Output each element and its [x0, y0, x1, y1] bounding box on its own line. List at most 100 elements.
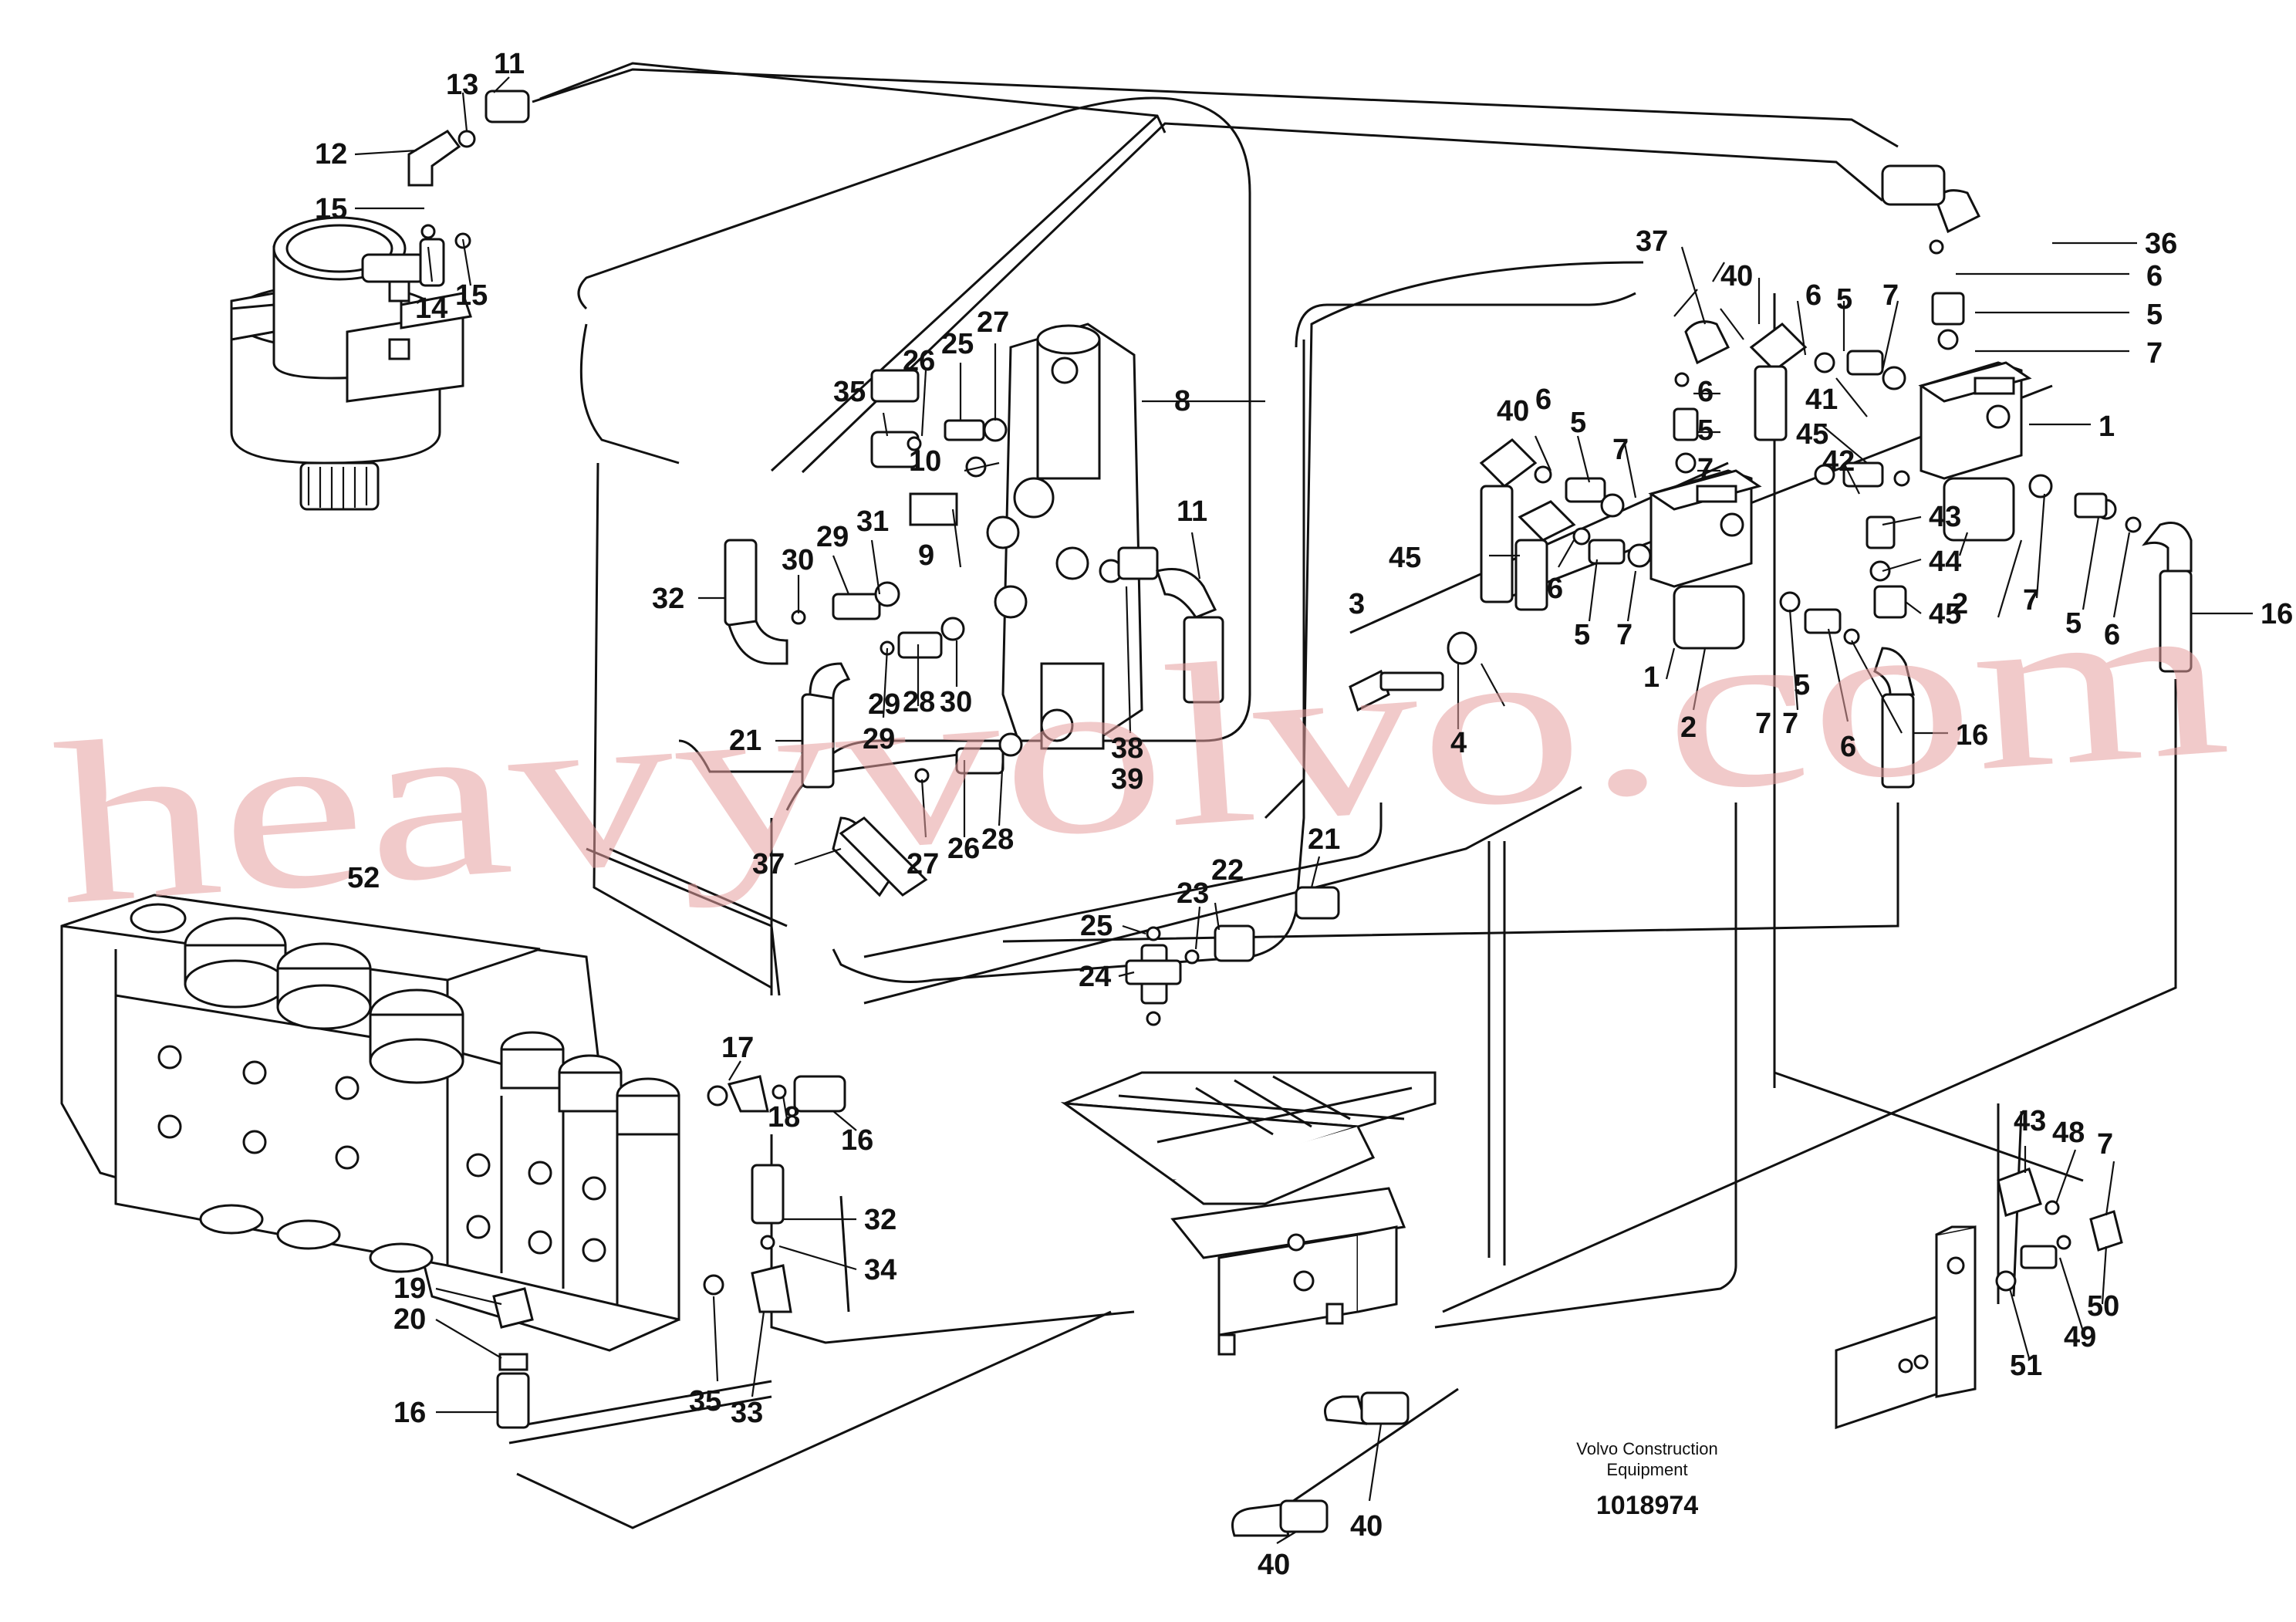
control-valve-bank: [60, 894, 680, 1352]
callout-label: 29: [816, 521, 849, 553]
callout-label: 16: [1956, 719, 1988, 752]
callout-label: 9: [918, 539, 934, 572]
bolt-and-washer: [1349, 631, 1477, 712]
callout-label: 12: [315, 138, 347, 171]
callout-label: 31: [856, 505, 889, 538]
callout-label: 3: [1349, 588, 1365, 620]
callout-label: 7: [1612, 434, 1629, 466]
drawing-number: 1018974: [1596, 1491, 1698, 1520]
callout-label: 25: [1080, 910, 1113, 942]
callout-label: 8: [1174, 385, 1190, 417]
callout-label: 7: [1782, 708, 1798, 740]
center-fittings: [791, 369, 1023, 783]
callout-label: 35: [833, 376, 866, 408]
callout-label: 14: [415, 292, 447, 325]
callout-label: 16: [841, 1124, 873, 1157]
callout-label: 7: [2146, 337, 2163, 370]
callout-label: 40: [1258, 1549, 1290, 1581]
bracket: [1835, 1168, 2123, 1430]
callout-label: 5: [1836, 283, 1852, 316]
hose-routing: [508, 62, 2177, 1537]
tee-fitting-group: [1125, 886, 1340, 1026]
callout-label: 36: [2145, 228, 2177, 260]
callout-label: 5: [1574, 619, 1590, 651]
callout-label: 32: [864, 1204, 896, 1236]
callout-label: 16: [2261, 598, 2293, 630]
callout-label: 50: [2087, 1290, 2119, 1323]
callout-label: 6: [1535, 384, 1551, 416]
callout-label: 5: [1697, 414, 1714, 447]
callout-label: 38: [1111, 732, 1143, 765]
callout-label: 28: [903, 686, 935, 718]
callout-label: 26: [903, 345, 935, 377]
callout-label: 5: [1794, 669, 1810, 701]
callout-label: 42: [1822, 445, 1855, 478]
callout-label: 27: [907, 848, 939, 880]
callout-label: 6: [1840, 731, 1856, 763]
callout-label: 28: [981, 823, 1014, 856]
callout-label: 41: [1805, 384, 1838, 416]
callout-label: 19: [393, 1272, 426, 1305]
callout-label: 1: [1643, 661, 1660, 694]
callout-label: 48: [2052, 1117, 2085, 1149]
top-left-fittings: [361, 90, 530, 360]
callout-label: 2: [1680, 711, 1697, 744]
callout-label: 43: [1929, 501, 1961, 533]
callout-label: 5: [2065, 607, 2082, 640]
callout-label: 7: [1697, 453, 1714, 485]
callout-label: 21: [1308, 823, 1340, 856]
callout-label: 6: [1547, 573, 1563, 605]
callout-label: 52: [347, 862, 380, 894]
callout-label: 40: [1497, 395, 1529, 427]
callout-label: 7: [1882, 279, 1899, 312]
callout-label: 15: [455, 279, 488, 312]
callout-labels: 11 13 12 15 14 15 35 26 25 27 8 10 9 11 …: [315, 48, 2293, 1581]
callout-label: 34: [864, 1254, 896, 1286]
callout-label: 35: [689, 1385, 721, 1418]
callout-label: 5: [1570, 407, 1586, 439]
callout-label: 7: [1755, 708, 1771, 740]
callout-label: 40: [1350, 1510, 1383, 1543]
callout-label: 11: [494, 48, 525, 80]
footer-company-line2: Equipment: [1606, 1460, 1687, 1479]
callout-label: 29: [868, 688, 900, 721]
callout-label: 15: [315, 193, 347, 225]
callout-label: 13: [446, 69, 478, 101]
callout-label: 40: [1720, 260, 1753, 292]
control-valve-fittings: [492, 1075, 846, 1429]
callout-label: 4: [1450, 727, 1467, 759]
callout-label: 2: [1952, 588, 1968, 620]
center-hoses: [724, 539, 928, 897]
callout-label: 16: [393, 1397, 426, 1429]
callout-label: 37: [752, 848, 785, 880]
callout-label: 30: [782, 544, 814, 576]
valve-side-fittings: [1117, 546, 1224, 704]
right-valve-block-lower: [1648, 469, 1762, 650]
callout-label: 45: [1929, 598, 1961, 630]
callout-label: 23: [1177, 877, 1209, 910]
callout-label: 7: [2097, 1128, 2113, 1161]
callout-label: 33: [731, 1397, 763, 1429]
callout-label: 6: [1805, 279, 1822, 312]
callout-label: 10: [909, 445, 941, 478]
callout-label: 27: [977, 306, 1009, 339]
callout-label: 17: [721, 1032, 754, 1064]
callout-label: 30: [940, 686, 972, 718]
callout-label: 29: [863, 723, 895, 755]
callout-label: 32: [652, 583, 684, 615]
callout-label: 39: [1111, 763, 1143, 796]
right-valve-block-upper: [1918, 361, 2032, 542]
callout-label: 51: [2010, 1350, 2042, 1382]
callout-label: 43: [2014, 1105, 2046, 1137]
foot-pedal: [1060, 1071, 1437, 1537]
callout-label: 1: [2098, 411, 2115, 443]
callout-label: 20: [393, 1303, 426, 1336]
right-fittings: [1479, 164, 2193, 789]
callout-label: 7: [1616, 619, 1633, 651]
center-valve: [986, 323, 1143, 750]
callout-label: 37: [1636, 225, 1668, 258]
footer-company-line1: Volvo Construction: [1576, 1439, 1717, 1458]
callout-label: 49: [2064, 1321, 2096, 1353]
callout-label: 45: [1796, 418, 1828, 451]
